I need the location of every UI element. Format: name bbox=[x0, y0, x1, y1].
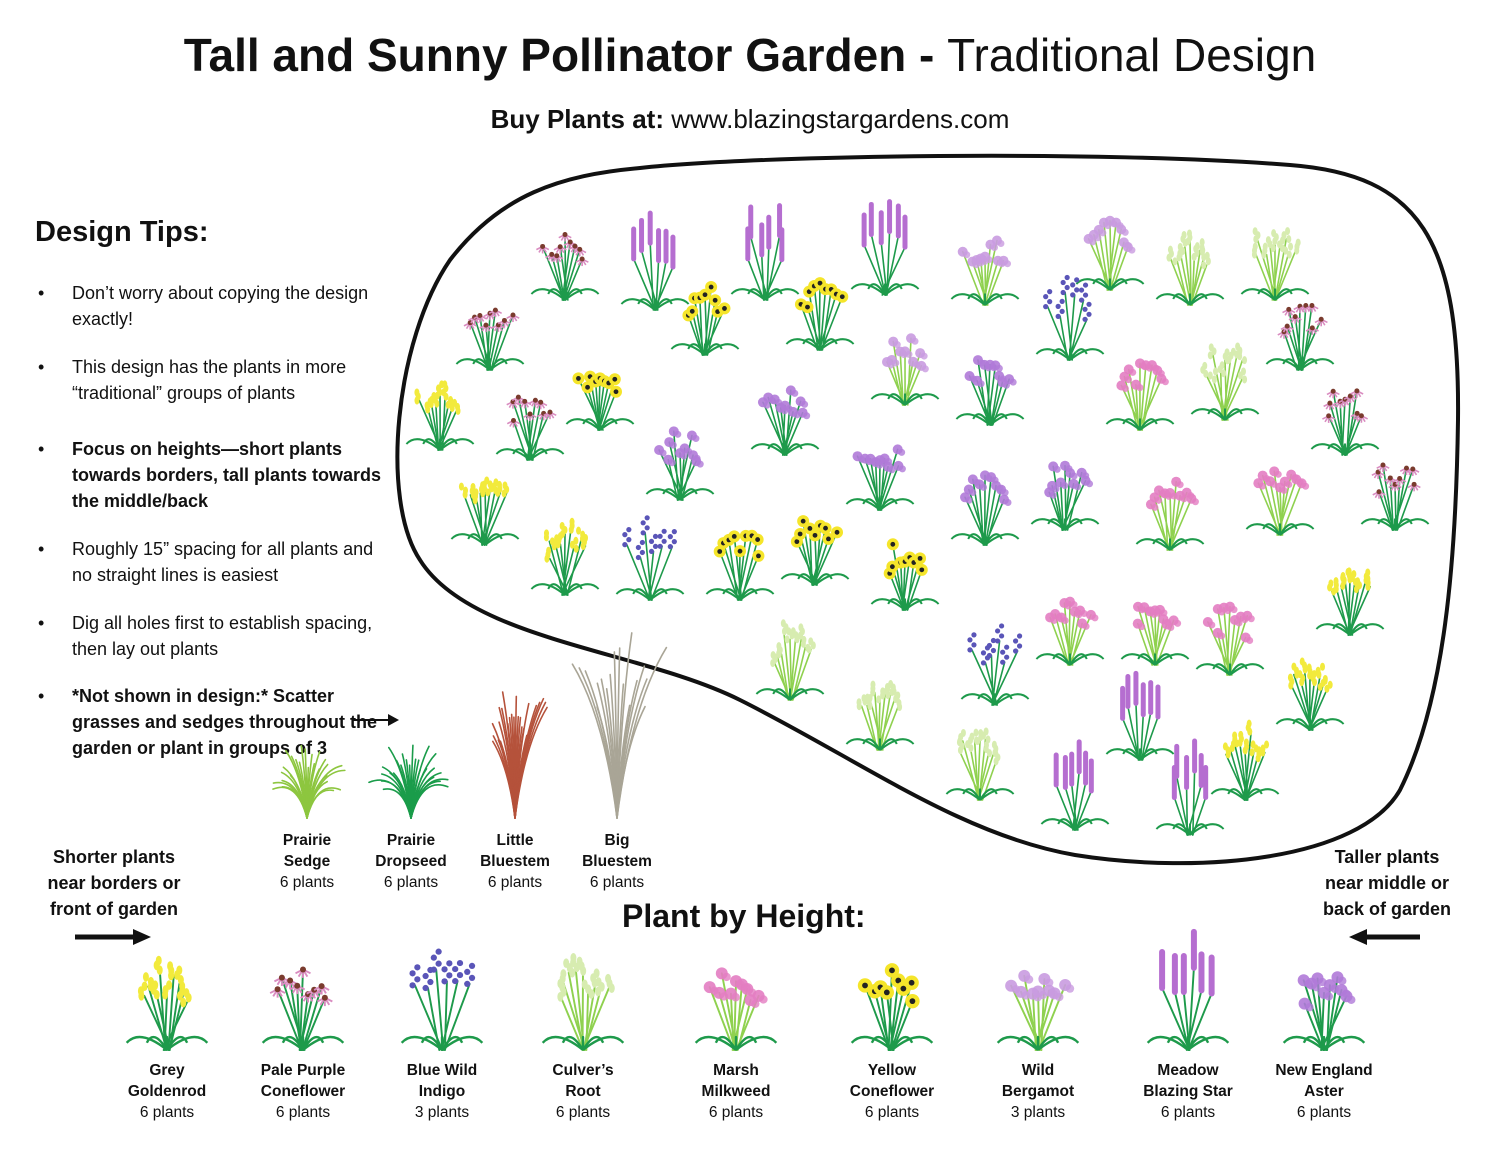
culver-plant-icon bbox=[845, 680, 915, 751]
coneflower-plant-icon bbox=[1265, 303, 1335, 371]
milkweed-plant-icon bbox=[694, 967, 778, 1051]
blazing-plant-icon bbox=[1146, 928, 1230, 1051]
milkweed-plant-icon bbox=[1195, 601, 1265, 676]
plant-by-height-heading: Plant by Height: bbox=[622, 898, 866, 934]
bullet-icon: • bbox=[38, 283, 45, 303]
page-title: Tall and Sunny Pollinator Garden - Tradi… bbox=[183, 29, 1317, 81]
goldenrod-plant-icon bbox=[125, 955, 209, 1051]
bullet-icon: • bbox=[38, 613, 45, 633]
yellowcone-plant-icon bbox=[670, 281, 740, 356]
blazing-plant-icon bbox=[850, 199, 920, 296]
coneflower-plant-icon bbox=[1360, 462, 1430, 531]
arrow-right-icon bbox=[353, 714, 399, 726]
page-subtitle: Buy Plants at: www.blazingstargardens.co… bbox=[490, 104, 1010, 134]
culver-plant-icon bbox=[945, 727, 1015, 801]
blazing-plant-icon bbox=[1040, 739, 1110, 831]
milkweed-plant-icon bbox=[1245, 466, 1315, 536]
goldenrod-plant-icon bbox=[450, 476, 520, 546]
bullet-icon: • bbox=[38, 539, 45, 559]
goldenrod-plant-icon bbox=[1275, 657, 1345, 731]
aster-plant-icon bbox=[955, 355, 1025, 426]
design-tips-heading: Design Tips: bbox=[35, 216, 209, 248]
milkweed-plant-icon bbox=[1135, 476, 1205, 551]
arrow-right-icon bbox=[75, 929, 151, 945]
little-grass-icon bbox=[491, 691, 548, 819]
garden-bed-outline bbox=[395, 153, 1461, 866]
milkweed-plant-icon bbox=[1105, 358, 1175, 431]
blazing-plant-icon bbox=[620, 210, 690, 311]
bergamot-plant-icon bbox=[1075, 215, 1145, 291]
garden-bed-plants bbox=[405, 199, 1430, 836]
yellowcone-plant-icon bbox=[780, 515, 850, 586]
indigo-plant-icon bbox=[1035, 274, 1105, 361]
blazing-plant-icon bbox=[730, 203, 800, 301]
goldenrod-plant-icon bbox=[405, 380, 475, 451]
bergamot-plant-icon bbox=[950, 235, 1020, 306]
culver-plant-icon bbox=[541, 952, 625, 1051]
yellowcone-plant-icon bbox=[850, 963, 934, 1051]
bergamot-plant-icon bbox=[996, 969, 1080, 1051]
goldenrod-plant-icon bbox=[1210, 719, 1280, 801]
aster-plant-icon bbox=[645, 426, 715, 501]
coneflower-plant-icon bbox=[1310, 388, 1380, 456]
sedge-grass-icon bbox=[272, 744, 346, 819]
aster-plant-icon bbox=[1030, 460, 1100, 531]
indigo-plant-icon bbox=[615, 515, 685, 601]
culver-plant-icon bbox=[1155, 229, 1225, 306]
goldenrod-plant-icon bbox=[530, 517, 600, 596]
culver-plant-icon bbox=[755, 619, 825, 701]
milkweed-plant-icon bbox=[1120, 601, 1190, 666]
blazing-plant-icon bbox=[1105, 670, 1175, 761]
bullet-icon: • bbox=[38, 357, 45, 377]
aster-plant-icon bbox=[950, 470, 1020, 546]
legend-plant-icons bbox=[125, 928, 1366, 1051]
aster-plant-icon bbox=[750, 385, 820, 456]
blazing-plant-icon bbox=[1155, 738, 1225, 836]
goldenrod-plant-icon bbox=[1315, 567, 1385, 636]
grass-icons bbox=[272, 632, 668, 819]
culver-plant-icon bbox=[1240, 227, 1310, 301]
indigo-plant-icon bbox=[960, 623, 1030, 706]
culver-plant-icon bbox=[1190, 342, 1260, 421]
yellowcone-plant-icon bbox=[870, 538, 940, 611]
bullet-icon: • bbox=[38, 439, 45, 459]
coneflower-plant-icon bbox=[261, 966, 345, 1051]
coneflower-plant-icon bbox=[495, 394, 565, 461]
indigo-plant-icon bbox=[400, 948, 484, 1051]
dropseed-grass-icon bbox=[368, 744, 449, 819]
yellowcone-plant-icon bbox=[785, 277, 855, 351]
coneflower-plant-icon bbox=[455, 307, 525, 371]
arrow-left-icon bbox=[1349, 929, 1420, 945]
yellowcone-plant-icon bbox=[565, 370, 635, 431]
coneflower-plant-icon bbox=[530, 232, 600, 301]
bergamot-plant-icon bbox=[870, 333, 940, 406]
milkweed-plant-icon bbox=[1035, 596, 1105, 666]
aster-plant-icon bbox=[1282, 971, 1366, 1051]
aster-plant-icon bbox=[845, 444, 915, 511]
big-grass-icon bbox=[571, 632, 668, 819]
bullet-icon: • bbox=[38, 686, 45, 706]
yellowcone-plant-icon bbox=[705, 529, 775, 601]
